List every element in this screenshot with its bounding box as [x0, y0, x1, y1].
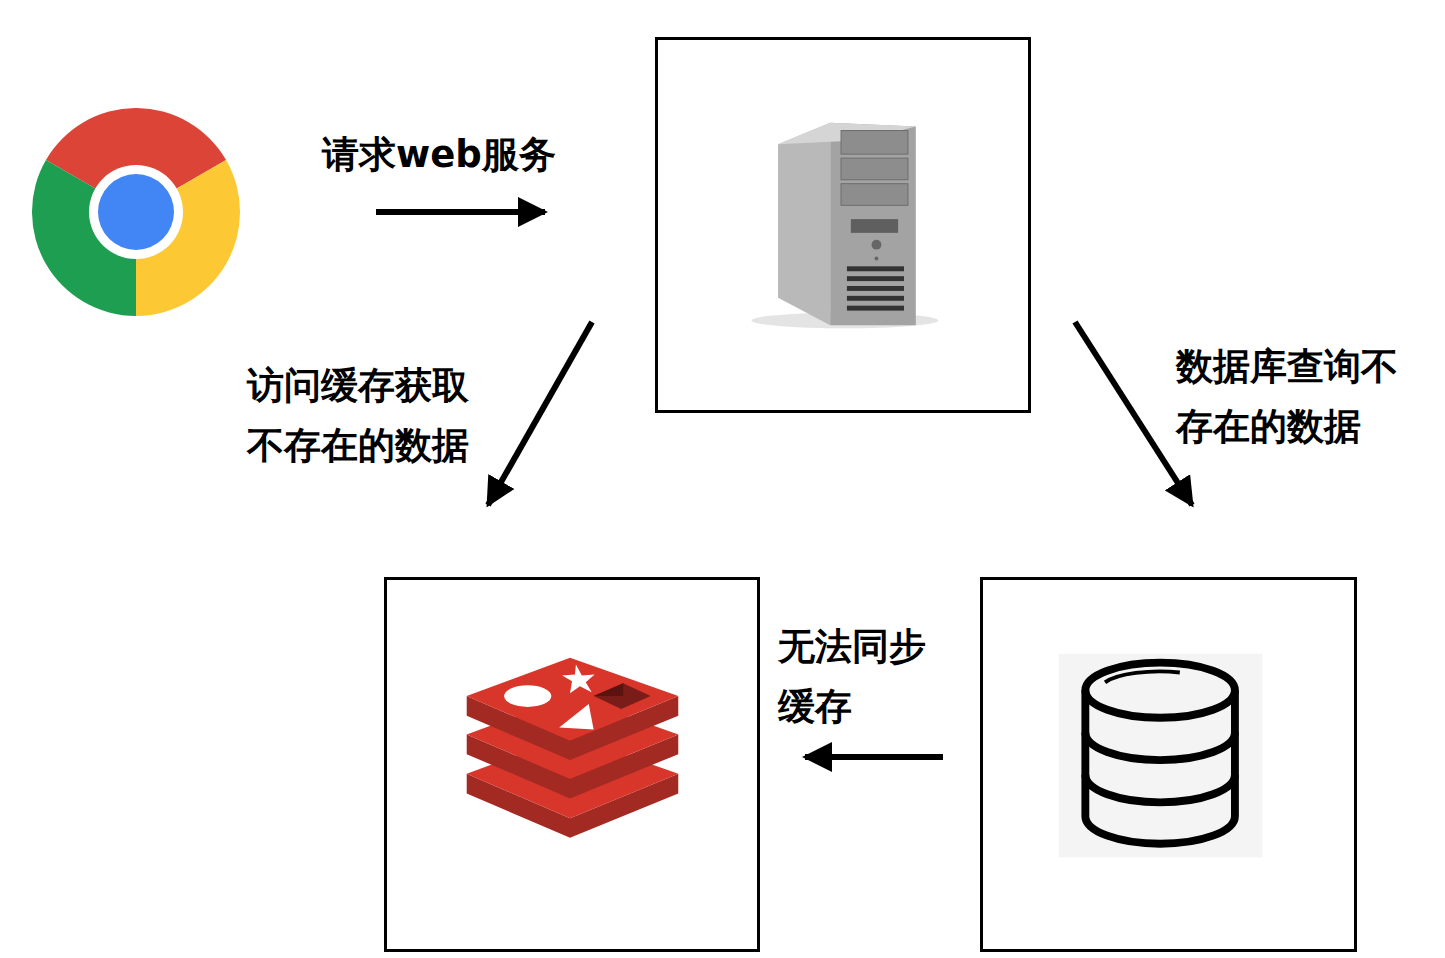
edge-label: 数据库查询不 存在的数据 [1176, 337, 1438, 457]
redis-cache-box-illustration [387, 580, 757, 949]
arrow-connector [488, 322, 592, 505]
browser-icon [32, 108, 240, 316]
redis-cache-box [384, 577, 760, 952]
database-box-illustration [983, 580, 1354, 949]
web-server-box [655, 37, 1031, 413]
arrow-connector [1075, 322, 1192, 505]
database-box [980, 577, 1357, 952]
edge-label: 无法同步 缓存 [778, 617, 948, 737]
arrow-connector [805, 754, 943, 760]
edge-label: 请求web服务 [322, 125, 622, 185]
arrow-connector [376, 209, 545, 215]
edge-label: 访问缓存获取 不存在的数据 [247, 356, 497, 476]
browser-icon-illustration [32, 108, 240, 316]
web-server-box-illustration [658, 40, 1028, 410]
